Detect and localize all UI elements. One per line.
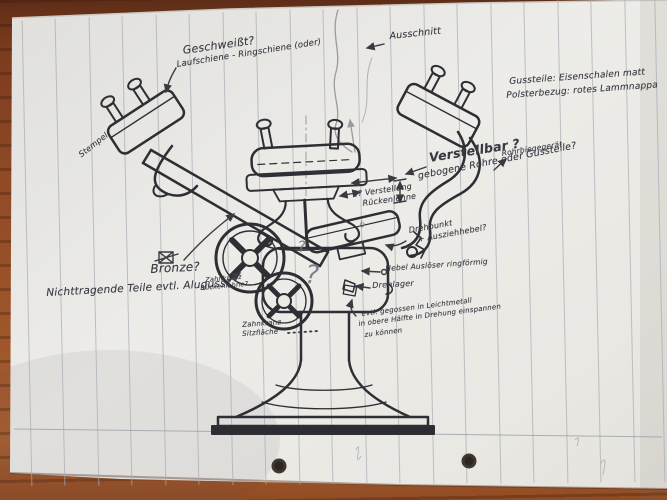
seat-pad <box>245 118 368 251</box>
annotation-arrows <box>154 42 508 334</box>
right-armrest <box>396 64 481 259</box>
left-clamp-screw-1 <box>100 95 125 124</box>
sketch-question-mark-2: ? <box>304 260 320 291</box>
pedestal-base <box>211 310 435 435</box>
seat-clamp-screw-left <box>255 118 274 150</box>
annotation-bronze: Bronze? <box>150 259 201 276</box>
seat-clamp-screw-right <box>327 118 344 150</box>
pencil-smudges <box>355 437 606 476</box>
punch-holes <box>271 453 477 474</box>
left-clamp-screw-2 <box>127 77 151 106</box>
right-clamp-screw-2 <box>453 80 476 110</box>
left-armrest <box>100 77 199 198</box>
handwheel-large <box>214 222 286 294</box>
sketch-question-mark-1: ? <box>297 237 307 256</box>
right-clamp-screw-1 <box>423 64 446 94</box>
handwheel-small <box>254 271 314 331</box>
leg-rest-pad <box>305 210 401 261</box>
chair-sketch <box>100 9 508 435</box>
crossed-out-box <box>154 251 179 264</box>
